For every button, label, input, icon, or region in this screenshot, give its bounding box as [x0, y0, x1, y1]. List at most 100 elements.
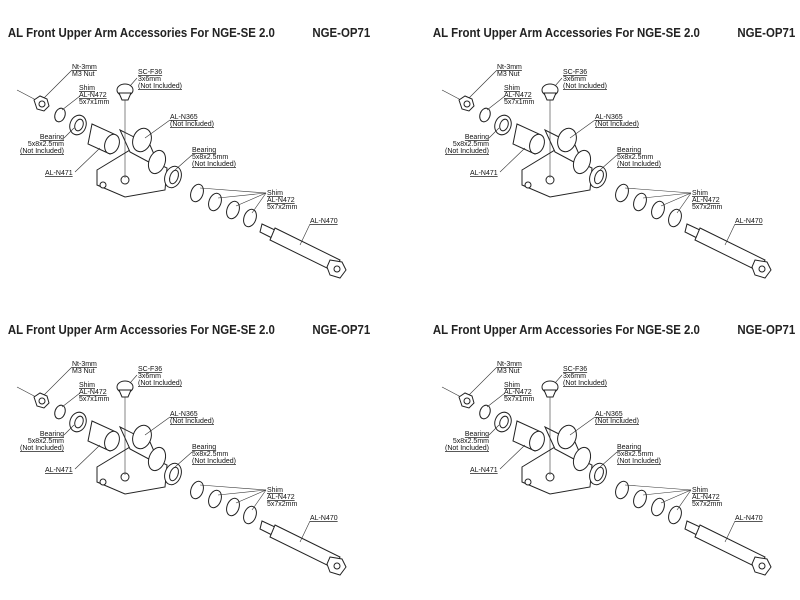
label-shim-large-code: AL-N472 [692, 494, 720, 501]
diagram-title: AL Front Upper Arm Accessories For NGE-S… [8, 25, 275, 40]
label-mount-code: AL-N365 [595, 411, 623, 418]
axis-line [441, 89, 462, 101]
label-screw-code: SC-F36 [138, 69, 162, 76]
label-screw-code: SC-F36 [563, 69, 587, 76]
bearing-right [589, 165, 607, 189]
shim-large-stack [615, 480, 682, 525]
diagram-panel: AL Front Upper Arm Accessories For NGE-S… [425, 0, 800, 290]
label-screw-note: (Not Included) [563, 380, 607, 387]
label-shim-small-name: Shim [79, 382, 95, 389]
exploded-diagram: AL Front Upper Arm Accessories For NGE-S… [433, 25, 795, 279]
axis-line [441, 386, 462, 398]
bearing-left [494, 114, 512, 136]
bearing-right [589, 462, 607, 486]
leader-lines [468, 69, 736, 246]
label-nut-code: Nt-3mm [497, 64, 522, 71]
label-screw-code: SC-F36 [138, 366, 162, 373]
part-number: NGE-OP71 [312, 25, 370, 40]
m3-nut [458, 95, 475, 112]
diagram-panel: AL Front Upper Arm Accessories For NGE-S… [0, 297, 380, 587]
bearing-right [164, 165, 182, 189]
rod-al-n470 [259, 223, 347, 279]
label-mount-note: (Not Included) [595, 121, 639, 128]
label-shim-large-name: Shim [692, 487, 708, 494]
rod-al-n470 [684, 520, 772, 576]
diagram-title: AL Front Upper Arm Accessories For NGE-S… [433, 322, 700, 337]
label-bearing-left-size: 5x8x2.5mm [28, 141, 64, 148]
m3-nut [33, 95, 50, 112]
label-shim-large-code: AL-N472 [267, 197, 295, 204]
label-shim-large-name: Shim [692, 190, 708, 197]
label-shim-large-size: 5x7x2mm [692, 204, 723, 211]
label-shim-large-code: AL-N472 [692, 197, 720, 204]
label-screw-note: (Not Included) [138, 83, 182, 90]
label-shim-small-name: Shim [504, 85, 520, 92]
axis-line [16, 89, 37, 101]
label-shim-small-size: 5x7x1mm [79, 396, 110, 403]
label-shim-large-code: AL-N472 [267, 494, 295, 501]
label-nut-desc: M3 Nut [497, 71, 520, 78]
diagram-panel: AL Front Upper Arm Accessories For NGE-S… [425, 297, 800, 587]
label-shim-large-size: 5x7x2mm [692, 501, 723, 508]
label-shim-small-name: Shim [504, 382, 520, 389]
shim-large-stack [190, 183, 257, 228]
spacer-al-n471 [87, 420, 120, 452]
label-screw-code: SC-F36 [563, 366, 587, 373]
exploded-diagram: AL Front Upper Arm Accessories For NGE-S… [8, 25, 370, 279]
m3-nut [33, 392, 50, 409]
label-bearing-right-note: (Not Included) [192, 458, 236, 465]
screw-sc-f36 [541, 83, 559, 178]
label-shim-large-size: 5x7x2mm [267, 204, 298, 211]
screw-sc-f36 [116, 380, 134, 475]
label-screw-size: 3x6mm [138, 373, 161, 380]
exploded-diagram: AL Front Upper Arm Accessories For NGE-S… [8, 322, 370, 576]
label-bearing-right-note: (Not Included) [617, 161, 661, 168]
label-bearing-left-note: (Not Included) [445, 148, 489, 155]
screw-sc-f36 [116, 83, 134, 178]
label-spacer-code: AL-N471 [470, 467, 498, 474]
bearing-left [69, 114, 87, 136]
label-nut-desc: M3 Nut [72, 368, 95, 375]
diagram-title: AL Front Upper Arm Accessories For NGE-S… [8, 322, 275, 337]
spacer-al-n471 [512, 123, 545, 155]
label-rod-code: AL-N470 [310, 218, 338, 225]
leader-lines [468, 366, 736, 543]
label-rod-code: AL-N470 [735, 515, 763, 522]
bearing-left [69, 411, 87, 433]
spacer-al-n471 [512, 420, 545, 452]
part-number: NGE-OP71 [312, 322, 370, 337]
label-bearing-right-size: 5x8x2.5mm [617, 451, 653, 458]
label-shim-small-code: AL-N472 [504, 92, 532, 99]
label-shim-small-size: 5x7x1mm [504, 99, 535, 106]
leader-lines [43, 69, 311, 246]
label-mount-note: (Not Included) [170, 418, 214, 425]
label-bearing-right-size: 5x8x2.5mm [617, 154, 653, 161]
label-spacer-code: AL-N471 [45, 170, 73, 177]
m3-nut [458, 392, 475, 409]
label-bearing-right-name: Bearing [617, 147, 641, 154]
label-bearing-left-note: (Not Included) [445, 445, 489, 452]
label-mount-code: AL-N365 [595, 114, 623, 121]
label-rod-code: AL-N470 [310, 515, 338, 522]
label-bearing-right-name: Bearing [192, 444, 216, 451]
label-shim-large-name: Shim [267, 190, 283, 197]
shim-large-stack [190, 480, 257, 525]
label-mount-note: (Not Included) [595, 418, 639, 425]
label-bearing-right-size: 5x8x2.5mm [192, 154, 228, 161]
label-bearing-right-note: (Not Included) [617, 458, 661, 465]
shim-small [54, 404, 66, 420]
spacer-al-n471 [87, 123, 120, 155]
label-bearing-left-name: Bearing [40, 134, 64, 141]
label-bearing-right-name: Bearing [192, 147, 216, 154]
shim-large-stack [615, 183, 682, 228]
label-bearing-left-note: (Not Included) [20, 445, 64, 452]
label-shim-small-code: AL-N472 [79, 92, 107, 99]
part-number: NGE-OP71 [737, 322, 795, 337]
label-bearing-left-size: 5x8x2.5mm [453, 438, 489, 445]
label-bearing-right-note: (Not Included) [192, 161, 236, 168]
shim-small [479, 404, 491, 420]
label-mount-code: AL-N365 [170, 114, 198, 121]
label-nut-code: Nt-3mm [72, 361, 97, 368]
label-spacer-code: AL-N471 [470, 170, 498, 177]
bracket-al-n365 [96, 424, 168, 495]
